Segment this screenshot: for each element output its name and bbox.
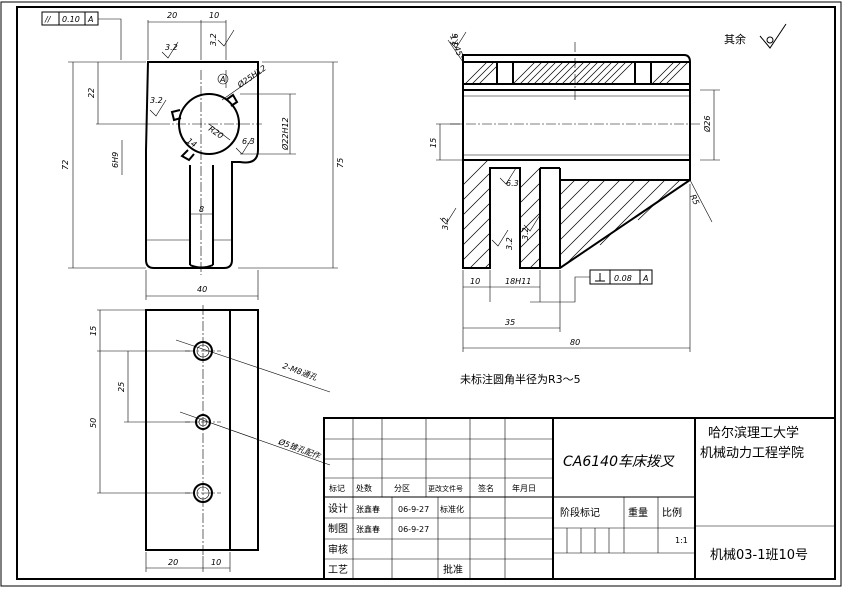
rough-front-side: 3.2 [209,33,218,46]
tb-scale-label: 比例 [662,506,682,519]
rough-sec-left: 3.2 [441,217,450,230]
rough-front-top: 3.2 [165,43,178,52]
dim-front-22: 22 [87,88,96,98]
tb-role-process: 工艺 [328,564,348,576]
tb-class-no: 机械03-1班10号 [710,548,808,563]
title-block: 标记 处数 分区 更改文件号 签名 年月日 设计 制图 审核 工艺 张鑫春 06… [323,417,836,580]
rough-sec-top: 1.6 [451,33,460,46]
section-view: Ø26 15 1×45° R5 10 18H11 35 80 0.08 A [429,31,720,352]
dim-plan-25: 25 [117,382,126,392]
tb-header-date: 年月日 [512,483,536,493]
dim-sec-35: 35 [505,318,515,327]
tb-header-sign: 签名 [478,483,494,493]
rough-front-63: 6.3 [242,137,255,146]
dim-sec-d26: Ø26 [702,116,712,133]
dim-front-d25h12: Ø25H12 [235,63,268,91]
rough-sec-slot: 3.2 [505,237,514,250]
dim-sec-15: 15 [429,138,438,148]
rest-roughness-label: 其余 [724,32,746,46]
dim-front-top-10: 10 [209,11,219,20]
dim-front-14: 14 [185,136,199,149]
dim-sec-r5: R5 [688,193,701,206]
dim-front-40: 40 [197,285,207,294]
tb-scale-value: 1:1 [675,536,688,545]
tb-header-zone: 分区 [394,484,410,493]
tb-role-standardize: 标准化 [440,504,464,514]
dim-sec-80: 80 [570,338,580,347]
dim-front-72: 72 [61,160,70,170]
tol-parallel-symbol: // [44,15,52,24]
tb-design-date: 06-9-27 [398,505,429,514]
dim-front-8: 8 [199,205,204,214]
dim-plan-bottom-10: 10 [211,558,221,567]
tb-stage-mark: 阶段标记 [560,506,600,519]
dim-front-d22h12: Ø22H12 [280,117,290,151]
plan-view: 15 25 50 2-M8通孔 Ø5锥孔配作 20 10 [89,305,331,572]
dim-plan-holes: 2-M8通孔 [281,361,319,382]
tb-drawer: 张鑫春 [356,524,380,534]
section-mark-a: A [219,75,225,84]
dim-plan-50: 50 [89,418,98,428]
dim-front-75: 75 [336,158,345,168]
dim-front-6h9: 6H9 [111,152,120,168]
tol-parallel-value: 0.10 [62,15,80,24]
tb-header-mark: 标记 [329,483,345,493]
tb-header-change-doc: 更改文件号 [428,484,463,493]
tb-role-design: 设计 [328,502,348,515]
dim-sec-18h11: 18H11 [505,277,531,286]
front-view: A 20 10 // 0.10 A 3.2 3.2 72 22 6H9 [41,11,345,300]
tol-perp-datum: A [642,274,648,283]
dim-front-r20: R20 [207,124,225,140]
rough-sec-63: 6.3 [506,179,519,188]
tb-role-draw: 制图 [328,522,348,535]
tb-header-count: 处数 [356,483,372,493]
tb-university: 哈尔滨理工大学 [708,425,799,441]
general-roughness-symbol [759,23,787,49]
dim-plan-15: 15 [89,326,98,336]
tb-weight: 重量 [628,506,648,519]
dim-front-top-20: 20 [167,11,177,20]
tb-draw-date: 06-9-27 [398,525,429,534]
tol-parallel-datum: A [87,15,93,24]
tol-perp-value: 0.08 [614,274,632,283]
rough-front-bore: 3.2 [150,96,163,105]
fillet-note: 未标注圆角半径为R3～5 [460,372,581,386]
tb-role-approve: 批准 [443,563,463,576]
tb-college: 机械动力工程学院 [700,445,804,461]
dim-plan-bottom-20: 20 [168,558,178,567]
tb-designer: 张鑫春 [356,504,380,514]
rough-sec-inner: 3.2 [521,227,530,240]
dim-sec-10: 10 [470,277,480,286]
tb-part-name: CA6140车床拨叉 [563,454,675,470]
tb-role-review: 审核 [328,543,348,556]
